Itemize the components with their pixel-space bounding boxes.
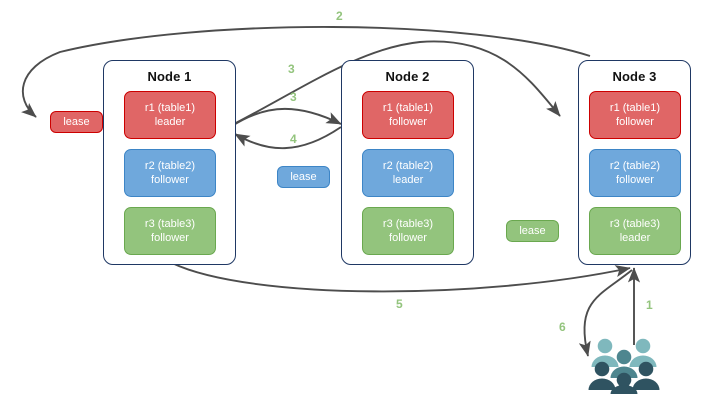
replica-node3-r2[interactable]: r2 (table2) follower (589, 149, 681, 197)
arrow-4 (234, 126, 342, 150)
lease-badge-table2[interactable]: lease (277, 166, 330, 188)
arrow-3-to-node3 (231, 40, 561, 126)
replica-line2: leader (392, 174, 424, 186)
step-label-4: 4 (290, 132, 297, 146)
replica-node2-r2[interactable]: r2 (table2) leader (362, 149, 454, 197)
replica-node3-r3[interactable]: r3 (table3) leader (589, 207, 681, 255)
replica-line1: r1 (table1) (382, 102, 434, 114)
replica-line2: follower (151, 174, 189, 186)
replica-line2: follower (389, 116, 427, 128)
replica-node1-r2[interactable]: r2 (table2) follower (124, 149, 216, 197)
replica-line2: follower (616, 174, 654, 186)
replica-line1: r2 (table2) (609, 160, 661, 172)
replica-node1-r1[interactable]: r1 (table1) leader (124, 91, 216, 139)
step-label-5: 5 (396, 297, 403, 311)
node-title-1: Node 1 (147, 69, 192, 84)
users-icon (588, 338, 660, 394)
replica-line2: leader (154, 116, 186, 128)
arrow-6 (578, 269, 633, 357)
lease-badge-table1[interactable]: lease (50, 111, 103, 133)
replica-line1: r3 (table3) (144, 218, 196, 230)
replica-line1: r3 (table3) (609, 218, 661, 230)
arrow-3-to-node2 (231, 108, 342, 127)
step-label-3a: 3 (288, 62, 295, 76)
replica-line2: follower (616, 116, 654, 128)
replica-node2-r1[interactable]: r1 (table1) follower (362, 91, 454, 139)
node-title-3: Node 3 (612, 69, 657, 84)
node-box-1[interactable]: Node 1 r1 (table1) leader r2 (table2) fo… (103, 60, 236, 265)
replica-node3-r1[interactable]: r1 (table1) follower (589, 91, 681, 139)
replica-line2: follower (151, 232, 189, 244)
replica-node2-r3[interactable]: r3 (table3) follower (362, 207, 454, 255)
node-box-2[interactable]: Node 2 r1 (table1) follower r2 (table2) … (341, 60, 474, 265)
lease-badge-table3[interactable]: lease (506, 220, 559, 242)
arrow-2 (21, 26, 591, 118)
step-label-3b: 3 (290, 90, 297, 104)
replica-node1-r3[interactable]: r3 (table3) follower (124, 207, 216, 255)
replica-line2: leader (619, 232, 651, 244)
replica-line1: r2 (table2) (144, 160, 196, 172)
step-label-2: 2 (336, 9, 343, 23)
replica-line1: r1 (table1) (144, 102, 196, 114)
step-label-6: 6 (559, 320, 566, 334)
replica-line2: follower (389, 232, 427, 244)
replica-line1: r1 (table1) (609, 102, 661, 114)
node-box-3[interactable]: Node 3 r1 (table1) follower r2 (table2) … (578, 60, 691, 265)
replica-line1: r2 (table2) (382, 160, 434, 172)
step-label-1: 1 (646, 298, 653, 312)
node-title-2: Node 2 (385, 69, 430, 84)
replica-line1: r3 (table3) (382, 218, 434, 230)
arrow-5 (171, 262, 631, 293)
